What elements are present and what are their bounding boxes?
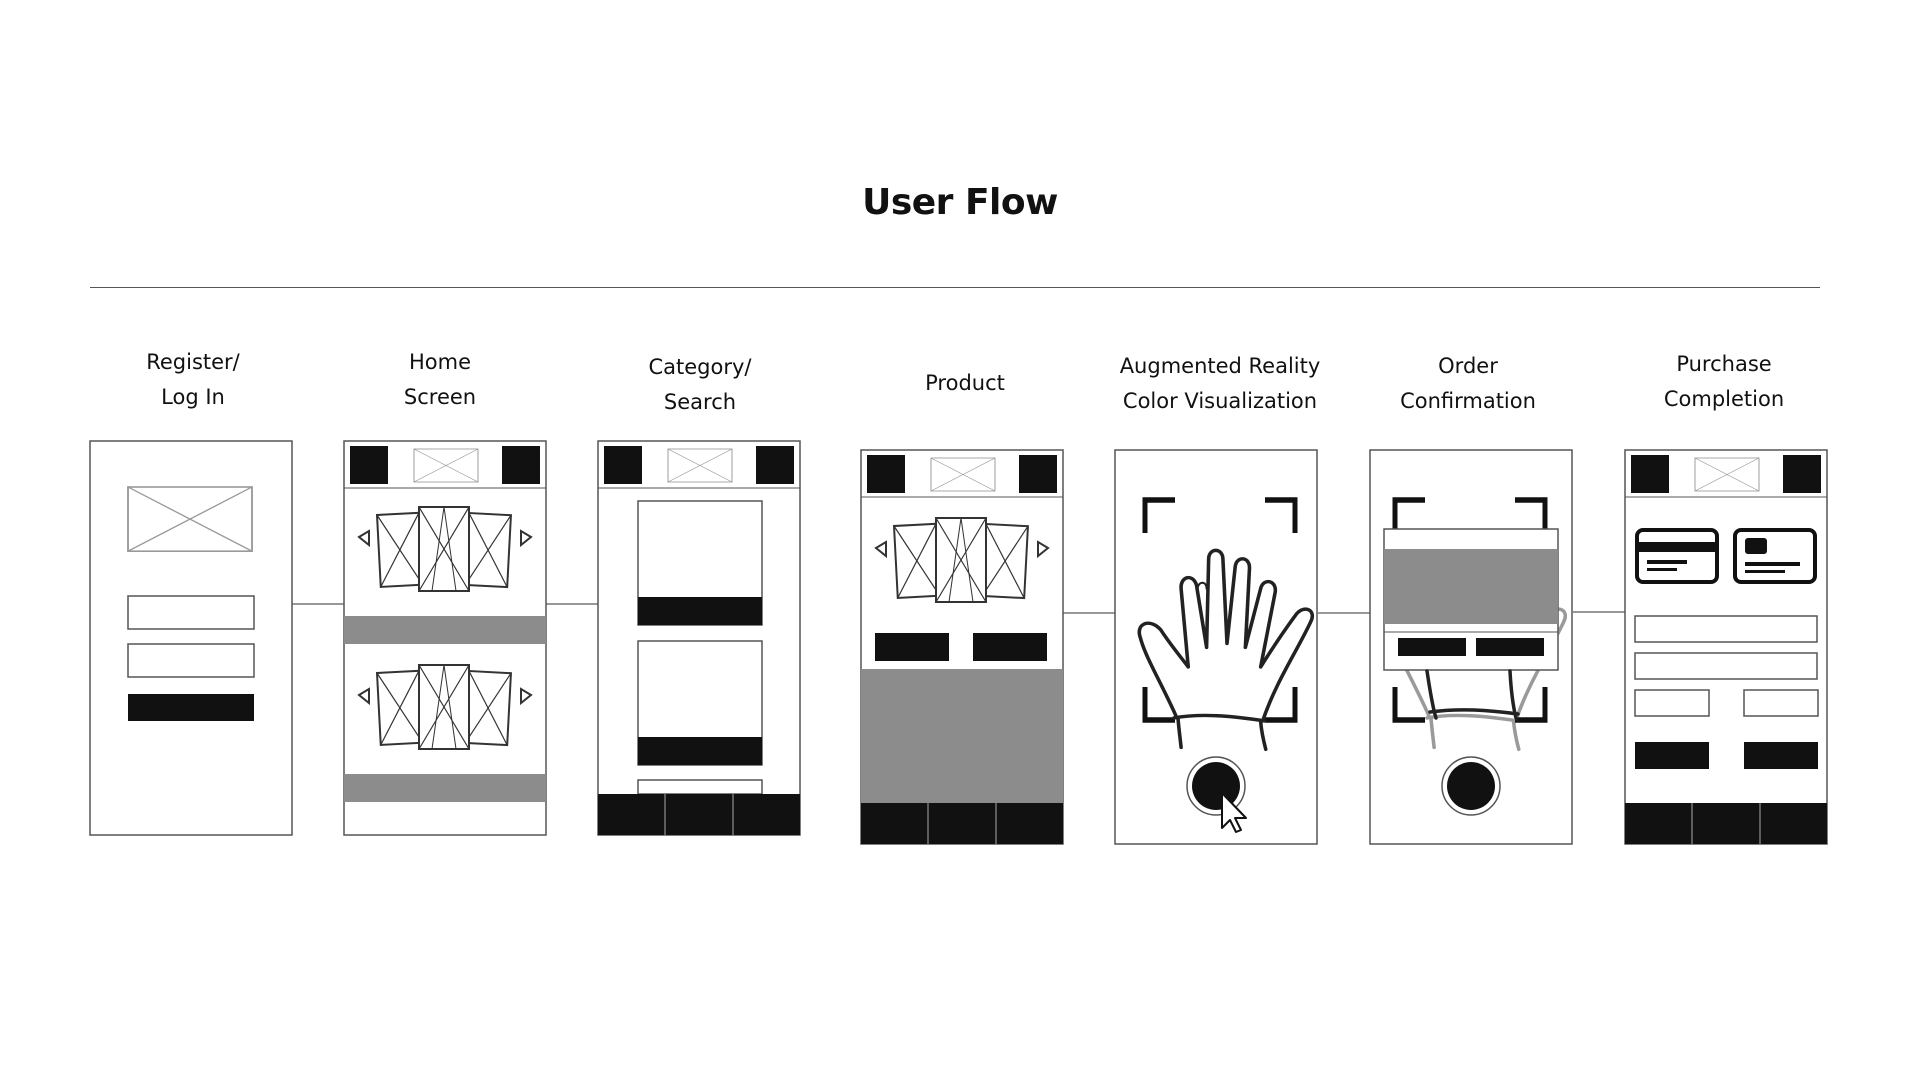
bottom-nav	[598, 794, 800, 835]
product-carousel	[875, 517, 1049, 603]
step-label-category: Category/ Search	[580, 350, 820, 420]
cart-button	[1019, 455, 1057, 493]
expiry-field	[1634, 689, 1710, 717]
step-label-product: Product	[845, 366, 1085, 401]
image-placeholder-icon	[413, 448, 479, 483]
step-label-line: Category/	[648, 355, 752, 379]
step-label-line: Completion	[1663, 387, 1785, 411]
confirm-button	[1398, 638, 1466, 656]
credit-card-icon	[1635, 528, 1719, 584]
cart-button	[1783, 455, 1821, 493]
menu-button	[350, 446, 388, 484]
page-title: User Flow	[862, 182, 1058, 223]
option-button	[875, 633, 949, 661]
wireframe-product	[860, 449, 1064, 845]
option-button	[973, 633, 1047, 661]
step-label-line: Screen	[403, 385, 477, 409]
product-carousel	[358, 506, 532, 592]
menu-button	[1631, 455, 1669, 493]
product-carousel	[358, 664, 532, 750]
card-name-field	[1634, 652, 1818, 680]
step-label-purchase: Purchase Completion	[1604, 347, 1844, 417]
cart-button	[502, 446, 540, 484]
image-placeholder-icon	[1694, 457, 1760, 492]
banner-block	[344, 616, 546, 644]
image-placeholder-icon	[667, 448, 733, 483]
step-label-register: Register/ Log In	[73, 345, 313, 415]
cancel-button	[1476, 638, 1544, 656]
step-label-ar: Augmented Reality Color Visualization	[1100, 349, 1340, 419]
title-divider	[90, 287, 1820, 288]
wireframe-purchase	[1624, 449, 1828, 845]
cart-button	[756, 446, 794, 484]
bottom-nav	[861, 803, 1063, 844]
step-label-line: Order	[1438, 354, 1498, 378]
cursor-pointer-icon	[1221, 792, 1247, 833]
product-details-block	[861, 669, 1063, 803]
step-label-line: Log In	[161, 385, 225, 409]
username-field	[127, 595, 255, 630]
hand-wrist	[1425, 669, 1520, 720]
step-label-line: Product	[925, 371, 1005, 395]
step-label-line: Purchase	[1676, 352, 1772, 376]
step-label-line: Augmented Reality	[1119, 354, 1321, 378]
banner-block	[344, 774, 546, 802]
flow-connectors	[292, 603, 1625, 614]
pay-button	[1744, 742, 1818, 769]
wireframe-register	[89, 440, 293, 836]
step-label-order: Order Confirmation	[1348, 349, 1588, 419]
login-button	[128, 694, 254, 721]
step-label-line: Register/	[146, 350, 240, 374]
step-label-line: Home	[408, 350, 471, 374]
card-number-field	[1634, 615, 1818, 643]
cvv-field	[1743, 689, 1819, 717]
password-field	[127, 643, 255, 678]
step-label-line: Search	[663, 390, 737, 414]
wireframe-ar	[1114, 449, 1318, 845]
step-label-line: Confirmation	[1400, 389, 1536, 413]
wireframe-order	[1369, 449, 1573, 845]
bottom-nav	[1625, 803, 1827, 844]
back-button	[1635, 742, 1709, 769]
step-label-home: Home Screen	[320, 345, 560, 415]
image-placeholder-icon	[930, 457, 996, 492]
image-placeholder-icon	[127, 486, 253, 553]
menu-button	[604, 446, 642, 484]
step-label-line: Color Visualization	[1122, 389, 1318, 413]
id-card-icon	[1733, 528, 1817, 584]
wireframe-home	[343, 440, 547, 836]
wireframe-category	[597, 440, 801, 836]
menu-button	[867, 455, 905, 493]
